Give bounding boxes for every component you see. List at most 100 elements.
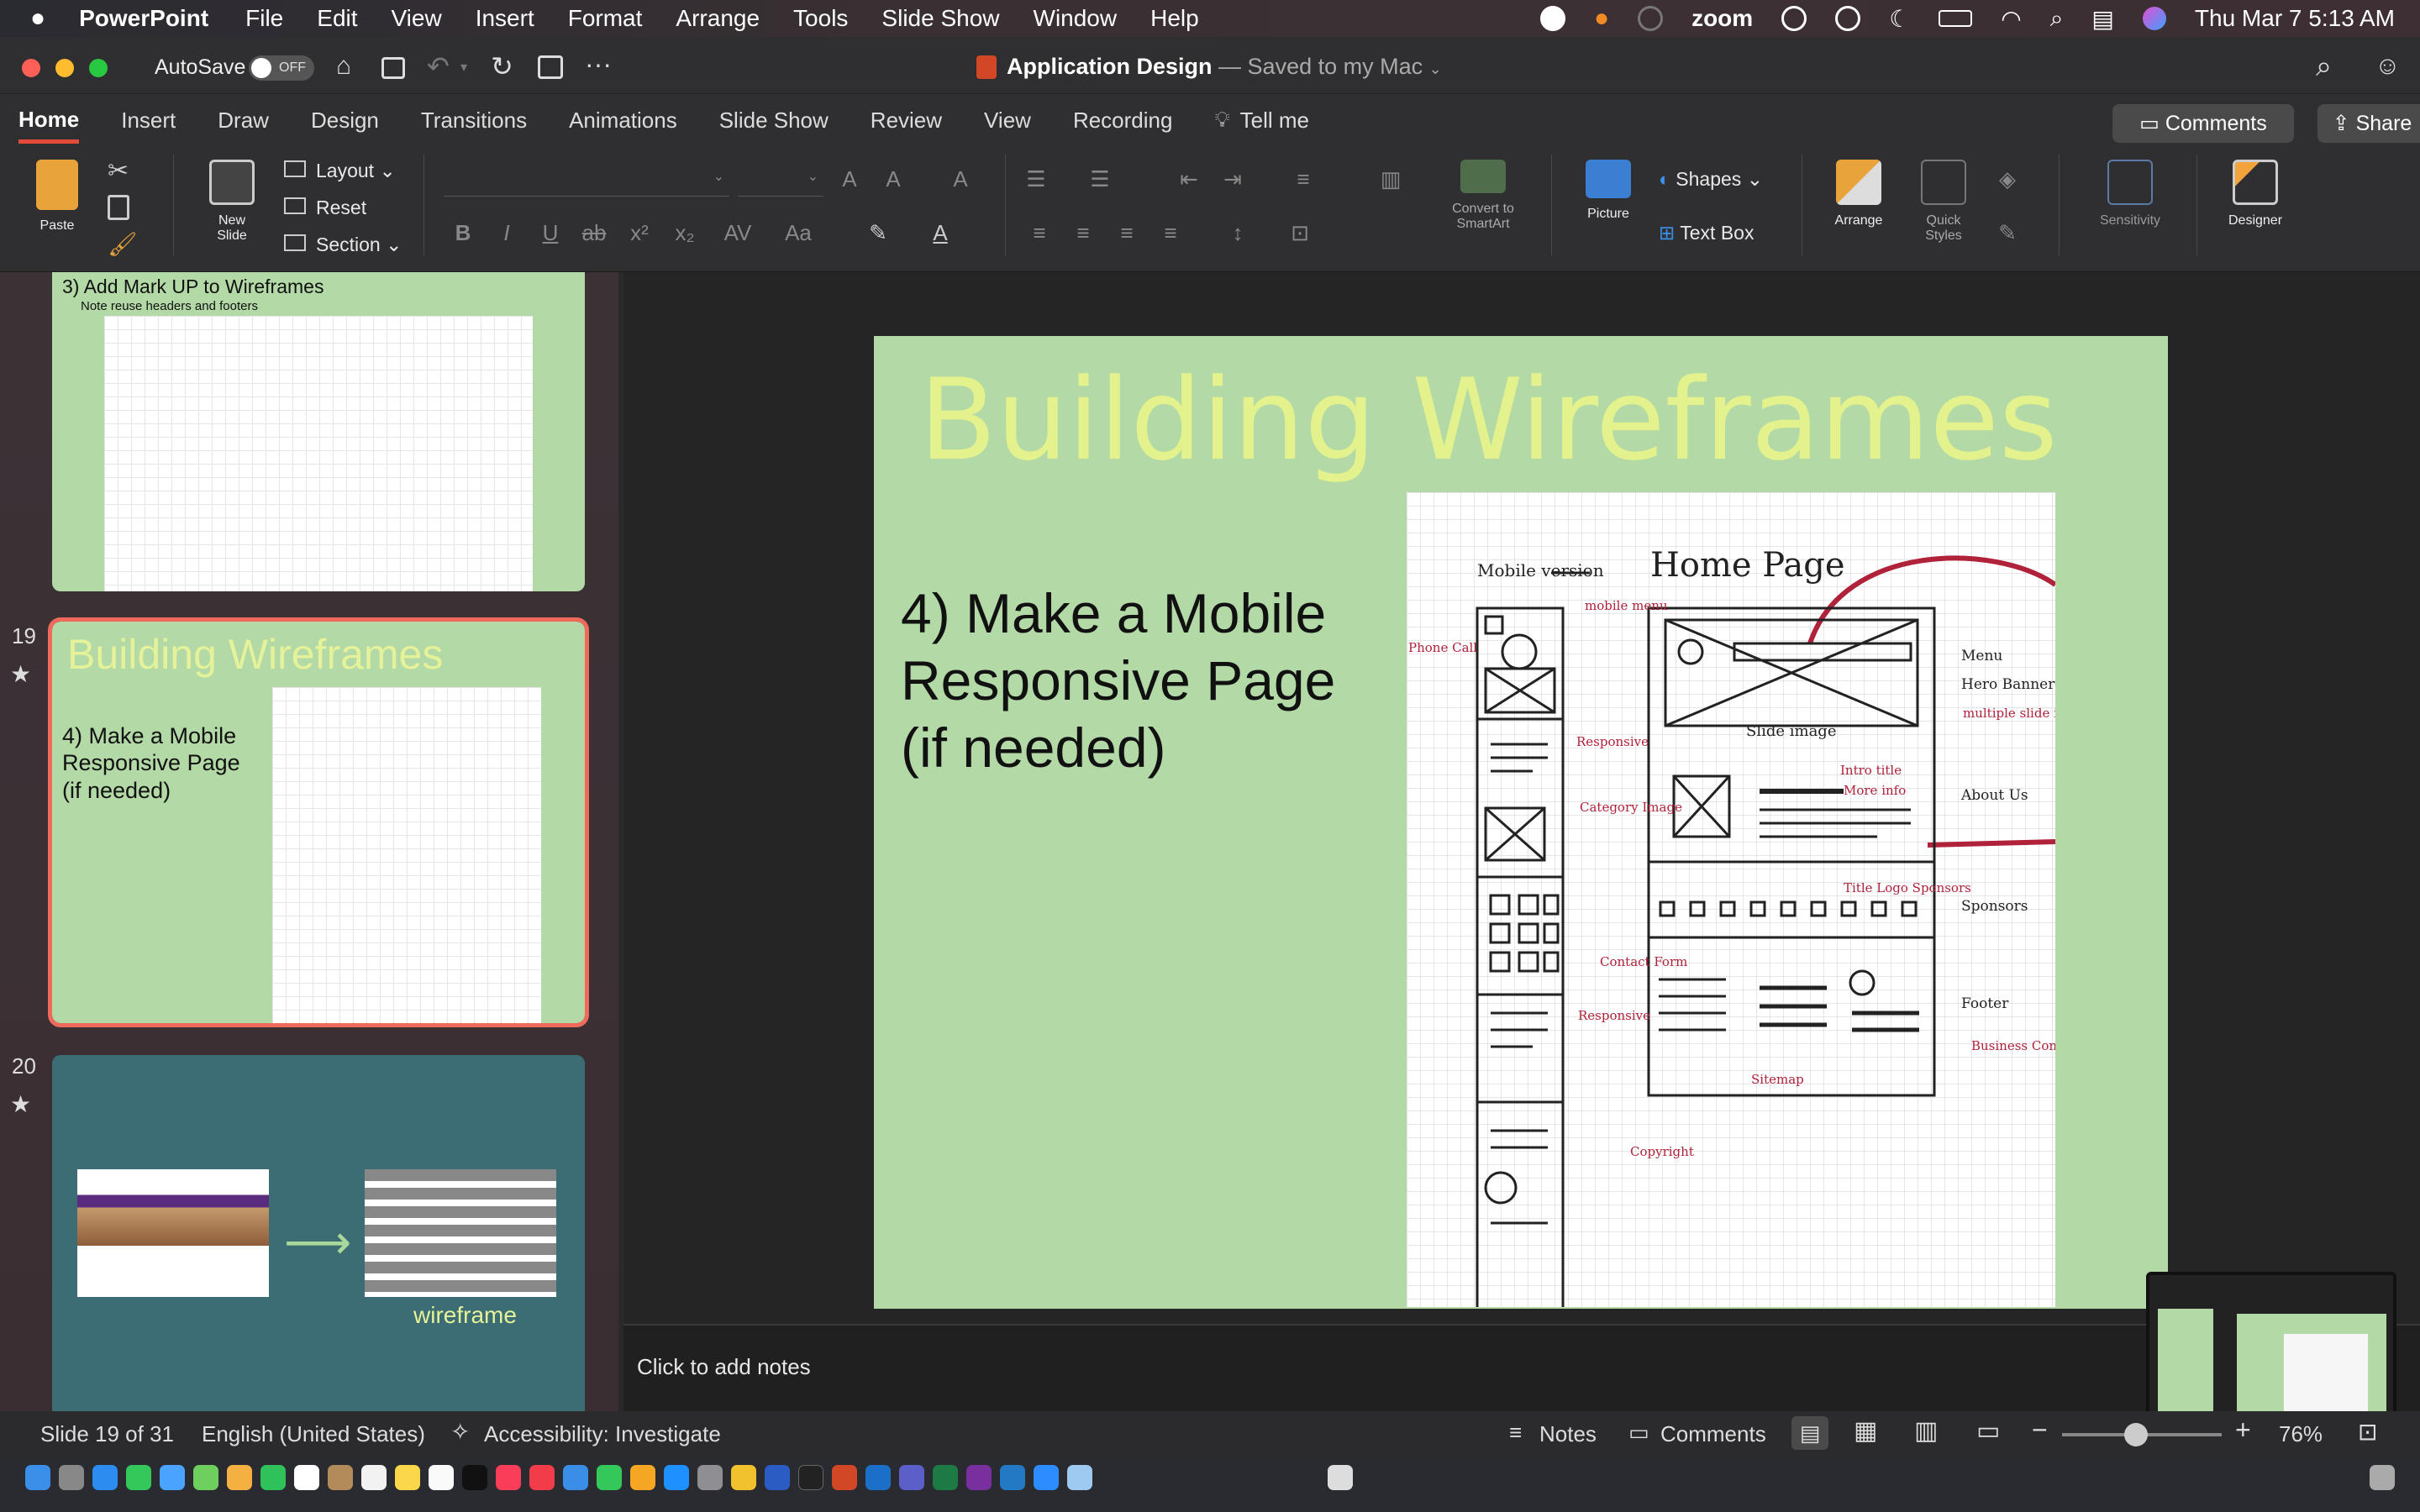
messages-icon[interactable] bbox=[126, 1465, 151, 1490]
paste-button[interactable]: Paste bbox=[22, 160, 92, 234]
menu-format[interactable]: Format bbox=[567, 5, 643, 31]
clock[interactable]: Thu Mar 7 5:13 AM bbox=[2194, 5, 2395, 31]
decrease-font-icon[interactable]: A bbox=[886, 166, 901, 192]
align-center-icon[interactable]: ≡ bbox=[1076, 220, 1090, 245]
strikethrough-icon[interactable]: ab bbox=[581, 220, 607, 245]
zoom-out-button[interactable]: − bbox=[2032, 1415, 2048, 1445]
shape-fill-icon[interactable]: ◈ bbox=[1999, 166, 2016, 192]
squirrel-icon[interactable]: ● bbox=[1593, 4, 1610, 32]
columns-icon[interactable]: ▥ bbox=[1380, 166, 1402, 192]
section-button[interactable]: Section ⌄ bbox=[284, 234, 402, 256]
powerpoint-icon[interactable] bbox=[832, 1465, 857, 1490]
tab-draw[interactable]: Draw bbox=[218, 107, 269, 133]
moon-icon[interactable]: ☾ bbox=[1889, 5, 1911, 32]
notes-placeholder[interactable]: Click to add notes bbox=[637, 1354, 811, 1379]
calendar-icon[interactable] bbox=[294, 1465, 319, 1490]
font-size-select[interactable]: ⌄ bbox=[738, 163, 823, 197]
battery-icon[interactable] bbox=[1939, 10, 1973, 27]
tab-home[interactable]: Home bbox=[18, 107, 80, 144]
account-icon[interactable]: ☺ bbox=[2375, 52, 2401, 80]
decrease-indent-icon[interactable]: ⇤ bbox=[1180, 166, 1198, 192]
siri-icon[interactable] bbox=[2142, 7, 2166, 30]
slide-thumbnail-20[interactable]: ⟶ wireframe bbox=[52, 1055, 585, 1411]
tell-me-search[interactable]: Tell me bbox=[1239, 107, 1310, 133]
tab-view[interactable]: View bbox=[984, 107, 1031, 133]
designer-button[interactable]: Designer bbox=[2213, 160, 2297, 228]
highlight-icon[interactable]: ✎ bbox=[869, 220, 887, 245]
navigation-icon[interactable] bbox=[1539, 6, 1565, 31]
keynote-icon[interactable] bbox=[563, 1465, 588, 1490]
tab-recording[interactable]: Recording bbox=[1072, 107, 1173, 133]
word-icon[interactable] bbox=[765, 1465, 790, 1490]
change-case-icon[interactable]: Aa bbox=[785, 220, 812, 245]
maps-icon[interactable] bbox=[193, 1465, 218, 1490]
tab-review[interactable]: Review bbox=[870, 107, 943, 133]
menu-arrange[interactable]: Arrange bbox=[676, 5, 760, 31]
increase-indent-icon[interactable]: ⇥ bbox=[1223, 166, 1242, 192]
sensitivity-button[interactable]: Sensitivity bbox=[2075, 160, 2185, 228]
justify-icon[interactable]: ≡ bbox=[1164, 220, 1177, 245]
reset-button[interactable]: Reset bbox=[284, 197, 366, 219]
terminal-icon[interactable] bbox=[798, 1465, 823, 1490]
shapes-button[interactable]: ◐ Shapes ⌄ bbox=[1659, 168, 1763, 191]
italic-icon[interactable]: I bbox=[503, 220, 510, 245]
increase-font-icon[interactable]: A bbox=[842, 166, 857, 192]
menu-slide-show[interactable]: Slide Show bbox=[881, 5, 1000, 31]
teams-icon[interactable] bbox=[899, 1465, 924, 1490]
launchpad-icon[interactable] bbox=[59, 1465, 84, 1490]
menu-view[interactable]: View bbox=[391, 5, 442, 31]
vscode-icon[interactable] bbox=[1000, 1465, 1025, 1490]
align-text-icon[interactable]: ⊡ bbox=[1291, 220, 1309, 245]
autosave-toggle[interactable]: OFF bbox=[249, 55, 314, 81]
shape-outline-icon[interactable]: ✎ bbox=[1998, 220, 2017, 245]
menu-tools[interactable]: Tools bbox=[793, 5, 849, 31]
customize-icon[interactable] bbox=[538, 55, 563, 79]
text-direction-icon[interactable]: ↕ bbox=[1232, 220, 1244, 245]
document-title[interactable]: Application Design — Saved to my Mac ⌄ bbox=[1007, 54, 1442, 80]
menu-file[interactable]: File bbox=[245, 5, 284, 31]
photos-icon[interactable] bbox=[227, 1465, 252, 1490]
search-icon[interactable]: ⌕ bbox=[2049, 4, 2064, 31]
menu-help[interactable]: Help bbox=[1150, 5, 1199, 31]
comments-button[interactable]: ▭ Comments bbox=[2112, 104, 2294, 143]
underline-icon[interactable]: U bbox=[542, 220, 559, 245]
redo-icon[interactable]: ↻ bbox=[491, 51, 513, 81]
notes-pane[interactable]: Click to add notes bbox=[623, 1324, 2420, 1411]
superscript-icon[interactable]: x² bbox=[630, 220, 649, 245]
tab-transitions[interactable]: Transitions bbox=[420, 107, 528, 133]
cut-icon[interactable]: ✂ bbox=[108, 157, 129, 185]
tab-design[interactable]: Design bbox=[310, 107, 379, 133]
downloads-icon[interactable] bbox=[1328, 1465, 1353, 1490]
contacts-icon[interactable] bbox=[328, 1465, 353, 1490]
menu-app-name[interactable]: PowerPoint bbox=[79, 5, 209, 31]
normal-view-button[interactable]: ▤ bbox=[1791, 1416, 1828, 1450]
character-spacing-icon[interactable]: AV bbox=[723, 220, 752, 245]
preview-icon[interactable] bbox=[1067, 1465, 1092, 1490]
font-color-icon[interactable]: A bbox=[933, 220, 948, 245]
zoom-slider[interactable] bbox=[2062, 1423, 2222, 1446]
notes-toggle[interactable]: Notes bbox=[1539, 1421, 1597, 1446]
search-icon[interactable]: ⌕ bbox=[2316, 50, 2333, 82]
language-status[interactable]: English (United States) bbox=[202, 1421, 425, 1446]
fit-slide-icon[interactable]: ⊡ bbox=[2358, 1419, 2378, 1445]
screen-preview-thumbnail[interactable] bbox=[2146, 1272, 2396, 1431]
menu-insert[interactable]: Insert bbox=[475, 5, 534, 31]
more-icon[interactable]: ··· bbox=[585, 49, 612, 79]
tab-insert[interactable]: Insert bbox=[121, 107, 176, 133]
system-settings-icon[interactable] bbox=[697, 1465, 723, 1490]
slide-thumbnail-19[interactable]: Building Wireframes 4) Make a Mobile Res… bbox=[48, 617, 589, 1027]
slide-thumbnail-18[interactable]: 3) Add Mark UP to Wireframes Note reuse … bbox=[52, 272, 585, 591]
outlook-icon[interactable] bbox=[865, 1465, 891, 1490]
menu-window[interactable]: Window bbox=[1033, 5, 1118, 31]
music-icon[interactable] bbox=[496, 1465, 521, 1490]
wifi-icon[interactable]: ◠ bbox=[2001, 5, 2022, 32]
save-icon[interactable] bbox=[381, 57, 405, 79]
quick-styles-button[interactable]: Quick Styles bbox=[1907, 160, 1980, 244]
finder-icon[interactable] bbox=[25, 1465, 50, 1490]
zoom-percent[interactable]: 76% bbox=[2279, 1421, 2323, 1446]
tab-slide-show[interactable]: Slide Show bbox=[718, 107, 829, 133]
undo-icon[interactable]: ↶ bbox=[427, 51, 450, 81]
slide-sorter-button[interactable]: ▦ bbox=[1854, 1417, 1878, 1445]
close-window-button[interactable] bbox=[22, 59, 40, 77]
reminders-icon[interactable] bbox=[361, 1465, 387, 1490]
